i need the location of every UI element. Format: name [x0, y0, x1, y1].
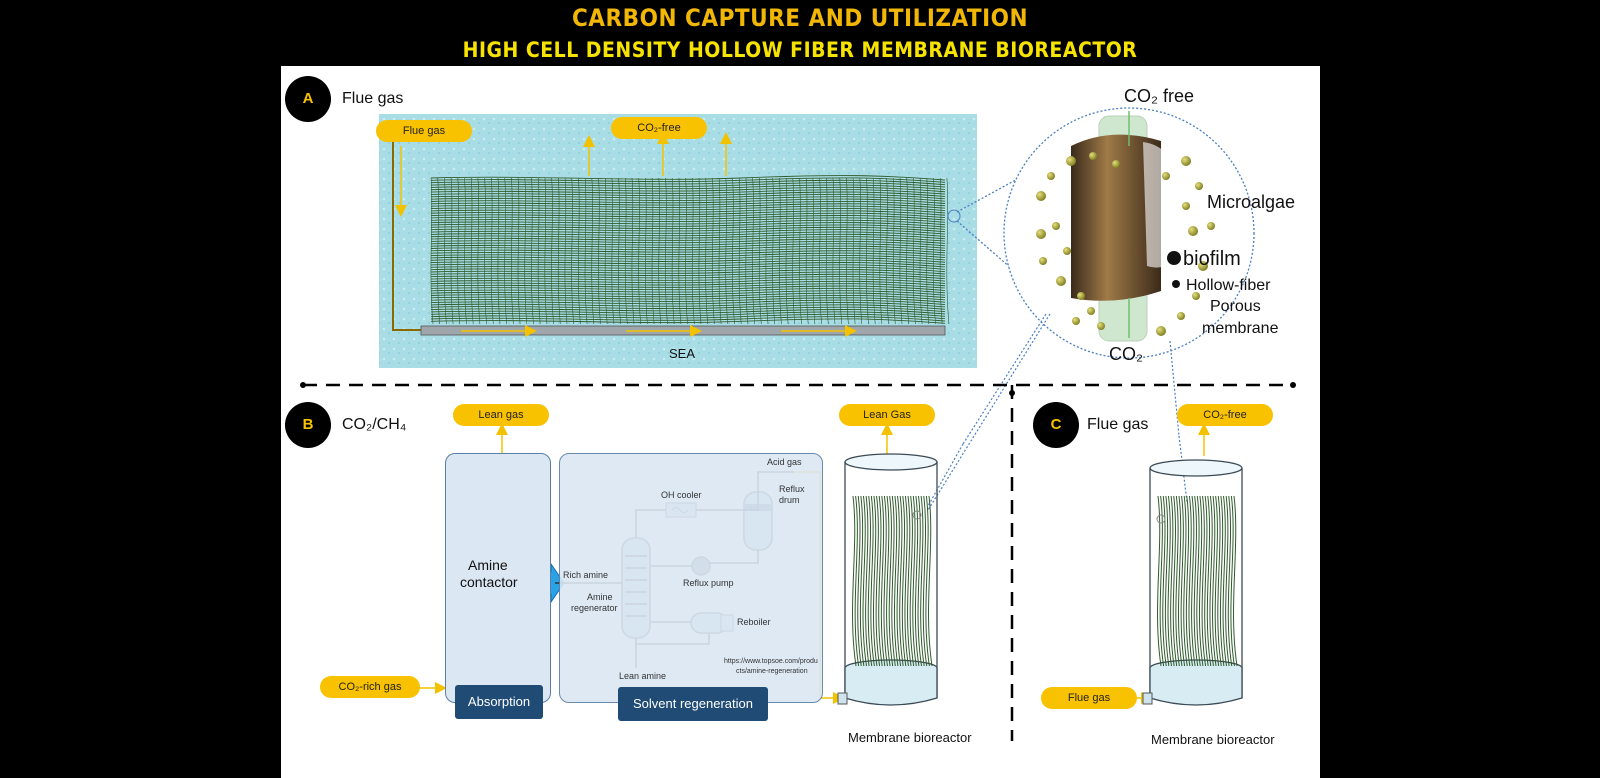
flue-gas-pipe: [392, 138, 421, 331]
badge-a: A: [285, 76, 331, 122]
zoom-co2-free-label: CO₂ free: [1124, 86, 1195, 106]
lean-amine-label: Lean amine: [619, 671, 667, 681]
membrane-bioreactor-label-c: Membrane bioreactor: [1151, 732, 1275, 747]
panel-c-heading: Flue gas: [1087, 416, 1149, 433]
porous-label: Porous: [1210, 298, 1261, 315]
lean-gas-pill-2: Lean Gas: [839, 404, 935, 426]
source-url-line1: https://www.topsoe.com/produ: [724, 658, 818, 665]
membrane-bioreactor-b: [837, 453, 938, 706]
solvent-regeneration-label: Solvent regeneration: [618, 687, 768, 721]
panel-a-heading: Flue gas: [342, 90, 404, 107]
main-title: CARBON CAPTURE AND UTILIZATION: [571, 4, 1029, 32]
rich-amine-label: Rich amine: [563, 570, 609, 580]
absorption-label: Absorption: [455, 685, 543, 719]
absorption-box: [445, 453, 551, 703]
amine-regenerator-label-2: regenerator: [571, 603, 618, 613]
acid-gas-label: Acid gas: [767, 457, 802, 467]
co2-free-pill-a: CO₂-free: [611, 117, 707, 139]
biofilm-label: biofilm: [1183, 248, 1241, 270]
reflux-drum-label-1: Reflux: [779, 484, 805, 494]
amine-contactor-line2: contactor: [460, 574, 518, 590]
oh-cooler-label: OH cooler: [661, 490, 702, 500]
schematic-labels: Acid gas Reflux drum OH cooler Rich amin…: [281, 66, 1320, 778]
badge-b: B: [285, 402, 331, 448]
microalgae-cells: [1036, 152, 1215, 336]
solvent-regeneration-box: [559, 453, 823, 703]
flue-gas-pill-c: Flue gas: [1041, 687, 1137, 709]
reflux-drum-label-2: drum: [779, 495, 800, 505]
badge-c: C: [1033, 402, 1079, 448]
panel-b-heading: CO₂/CH₄: [342, 416, 407, 433]
membrane-bioreactor-c: [1142, 459, 1243, 706]
hollow-fiber-label: Hollow-fiber: [1186, 277, 1271, 294]
reboiler-label: Reboiler: [737, 617, 771, 627]
zoom-co2-label: CO₂: [1109, 344, 1143, 364]
source-url-line2: cts/amine-regeneration: [736, 668, 808, 675]
hollow-fiber-bundle: [430, 175, 950, 325]
sea-label: SEA: [669, 346, 696, 361]
diagram-panel: A Flue gas Flue gas CO₂-free SEA CO₂ fre…: [281, 66, 1320, 778]
membrane-bioreactor-label-b: Membrane bioreactor: [848, 730, 972, 745]
co2-rich-gas-pill: CO₂-rich gas: [320, 676, 420, 698]
reflux-pump-label: Reflux pump: [683, 578, 734, 588]
amine-regenerator-label-1: Amine: [587, 592, 613, 602]
hollow-fiber-tube: [1071, 134, 1161, 301]
co2-free-pill-c: CO₂-free: [1177, 404, 1273, 426]
subtitle: HIGH CELL DENSITY HOLLOW FIBER MEMBRANE …: [462, 38, 1138, 62]
membrane-label: membrane: [1202, 320, 1279, 337]
lean-gas-pill: Lean gas: [453, 404, 549, 426]
flue-gas-pill-a: Flue gas: [376, 120, 472, 142]
zoom-source-marker: [947, 209, 961, 223]
amine-contactor-line1: Amine: [468, 557, 508, 573]
microalgae-label: Microalgae: [1207, 192, 1296, 212]
